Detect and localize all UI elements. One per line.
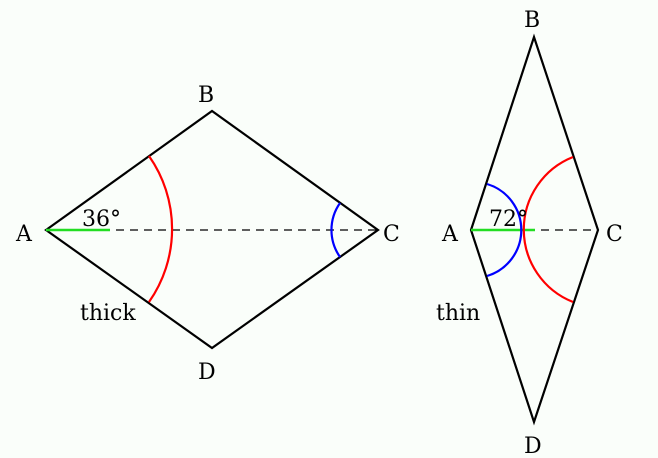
thin-rhombus: A B C D 72° thin	[436, 8, 623, 458]
thin-name-label: thin	[436, 301, 480, 326]
thin-rhombus-outline	[469, 33, 600, 426]
thin-vertex-b: B	[524, 8, 540, 33]
thin-vertex-d: D	[524, 434, 542, 458]
thick-vertex-c: C	[383, 222, 400, 247]
thick-rhombus: A B C D 36° thick	[15, 83, 400, 385]
thin-vertex-c: C	[606, 222, 623, 247]
thin-red-arc	[522, 155, 574, 304]
thick-rhombus-outline	[44, 109, 380, 350]
thick-vertex-d: D	[198, 360, 216, 385]
thin-angle-label: 72°	[489, 207, 528, 232]
thick-name-label: thick	[80, 301, 136, 326]
thick-blue-arc	[330, 202, 341, 258]
thick-vertex-a: A	[15, 222, 33, 247]
thin-vertex-a: A	[441, 222, 459, 247]
thick-vertex-b: B	[198, 83, 214, 108]
thick-angle-label: 36°	[82, 207, 121, 232]
thin-blue-arc	[486, 182, 523, 278]
thick-red-arc	[148, 155, 174, 303]
